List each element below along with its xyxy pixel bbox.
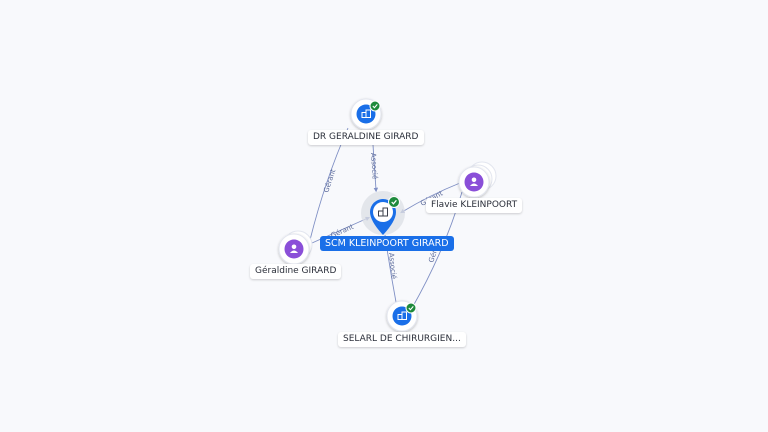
node-flavie[interactable] [458, 161, 497, 198]
node-label-selarl[interactable]: SELARL DE CHIRURGIEN... [338, 332, 466, 347]
node-dr-geraldine[interactable] [350, 98, 382, 130]
person-icon [470, 177, 478, 186]
building-icon [361, 109, 371, 118]
building-icon [397, 311, 407, 320]
node-label-geraldine[interactable]: Géraldine GIRARD [250, 264, 342, 279]
edge-label-geraldine-to-dr: Gérant [322, 168, 337, 194]
node-label-center[interactable]: SCM KLEINPOORT GIRARD [320, 236, 454, 251]
person-icon [290, 244, 298, 253]
edge-label-dr-to-center: Associé [369, 153, 379, 180]
edge-label-center-to-selarl: Associé [387, 252, 398, 279]
building-icon [378, 207, 388, 217]
node-label-flavie[interactable]: Flavie KLEINPOORT [426, 198, 523, 213]
node-selarl[interactable] [386, 300, 418, 332]
verified-badge-icon [388, 196, 400, 208]
node-geraldine[interactable] [278, 230, 313, 265]
verified-badge-icon [369, 100, 381, 112]
node-label-dr-geraldine[interactable]: DR GERALDINE GIRARD [308, 130, 424, 145]
verified-badge-icon [405, 302, 417, 314]
edge-flavie-to-center [400, 182, 461, 214]
node-center[interactable] [361, 191, 405, 235]
